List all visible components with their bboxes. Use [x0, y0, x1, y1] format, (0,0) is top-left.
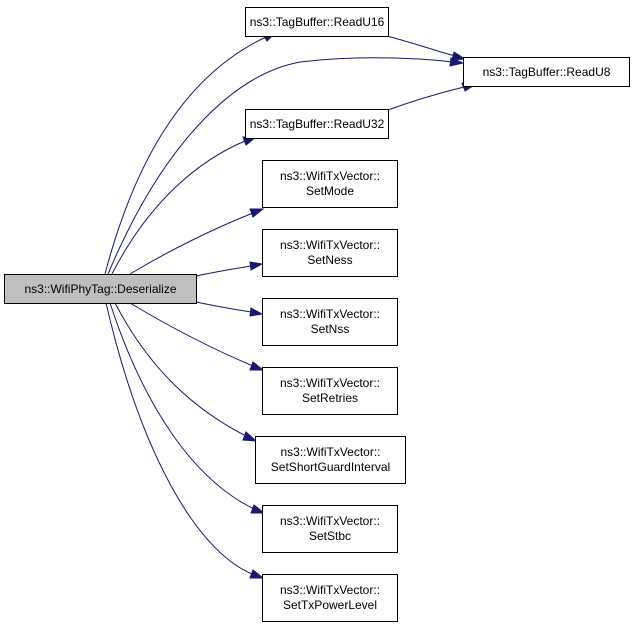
node-read-u32[interactable]: ns3::TagBuffer::ReadU32 — [245, 109, 389, 139]
node-label: SetNss — [310, 322, 350, 336]
node-deserialize: ns3::WifiPhyTag::Deserialize — [4, 274, 197, 304]
edge-deserialize-set-ness — [195, 265, 252, 277]
node-label: ns3::TagBuffer::ReadU16 — [249, 14, 385, 29]
node-set-short-guard-interval[interactable]: ns3::WifiTxVector:: SetShortGuardInterva… — [255, 436, 406, 484]
edge-read-u16-read-u8 — [386, 35, 456, 57]
node-label: SetRetries — [301, 391, 359, 405]
arrowhead — [451, 51, 467, 61]
node-label: SetMode — [305, 184, 355, 198]
edge-read-u32-read-u8 — [387, 86, 465, 111]
edge-deserialize-set-retries — [129, 302, 254, 367]
node-label: SetTxPowerLevel — [282, 598, 378, 612]
node-set-ness[interactable]: ns3::WifiTxVector:: SetNess — [262, 229, 398, 277]
edge-deserialize-set-stbc — [109, 302, 255, 510]
node-label: ns3::WifiTxVector:: — [280, 445, 381, 459]
node-label: SetStbc — [308, 529, 352, 543]
node-label: ns3::TagBuffer::ReadU8 — [482, 64, 611, 79]
edge-deserialize-read-u16 — [104, 36, 267, 275]
node-label: ns3::WifiPhyTag::Deserialize — [24, 281, 177, 296]
node-read-u16[interactable]: ns3::TagBuffer::ReadU16 — [245, 7, 389, 37]
edge-deserialize-set-tx-power-level — [105, 302, 253, 575]
node-set-nss[interactable]: ns3::WifiTxVector:: SetNss — [262, 298, 398, 346]
edge-deserialize-set-mode — [129, 212, 254, 275]
node-label: ns3::WifiTxVector:: — [279, 238, 381, 252]
edge-deserialize-read-u32 — [111, 140, 246, 275]
arrowhead — [249, 307, 264, 317]
node-set-tx-power-level[interactable]: ns3::WifiTxVector:: SetTxPowerLevel — [262, 574, 398, 622]
node-label: ns3::WifiTxVector:: — [279, 583, 381, 597]
node-label: SetShortGuardInterval — [270, 460, 391, 474]
node-label: ns3::WifiTxVector:: — [279, 514, 381, 528]
node-read-u8[interactable]: ns3::TagBuffer::ReadU8 — [463, 57, 630, 87]
node-label: ns3::WifiTxVector:: — [279, 307, 381, 321]
node-set-mode[interactable]: ns3::WifiTxVector:: SetMode — [262, 160, 398, 208]
node-label: ns3::TagBuffer::ReadU32 — [249, 116, 385, 131]
arrowhead — [249, 569, 265, 579]
edge-deserialize-set-short-guard-interval — [114, 302, 247, 437]
edge-deserialize-set-nss — [195, 301, 252, 313]
arrowhead — [249, 361, 265, 371]
edge-deserialize-read-u8 — [107, 57, 453, 275]
arrowhead — [249, 208, 265, 218]
arrowhead — [242, 431, 258, 442]
node-label: ns3::WifiTxVector:: — [279, 376, 381, 390]
arrowhead — [250, 504, 266, 514]
arrowhead — [249, 261, 264, 271]
node-set-stbc[interactable]: ns3::WifiTxVector:: SetStbc — [262, 505, 398, 553]
node-label: ns3::WifiTxVector:: — [279, 169, 381, 183]
node-set-retries[interactable]: ns3::WifiTxVector:: SetRetries — [262, 367, 398, 415]
node-label: SetNess — [307, 253, 353, 267]
